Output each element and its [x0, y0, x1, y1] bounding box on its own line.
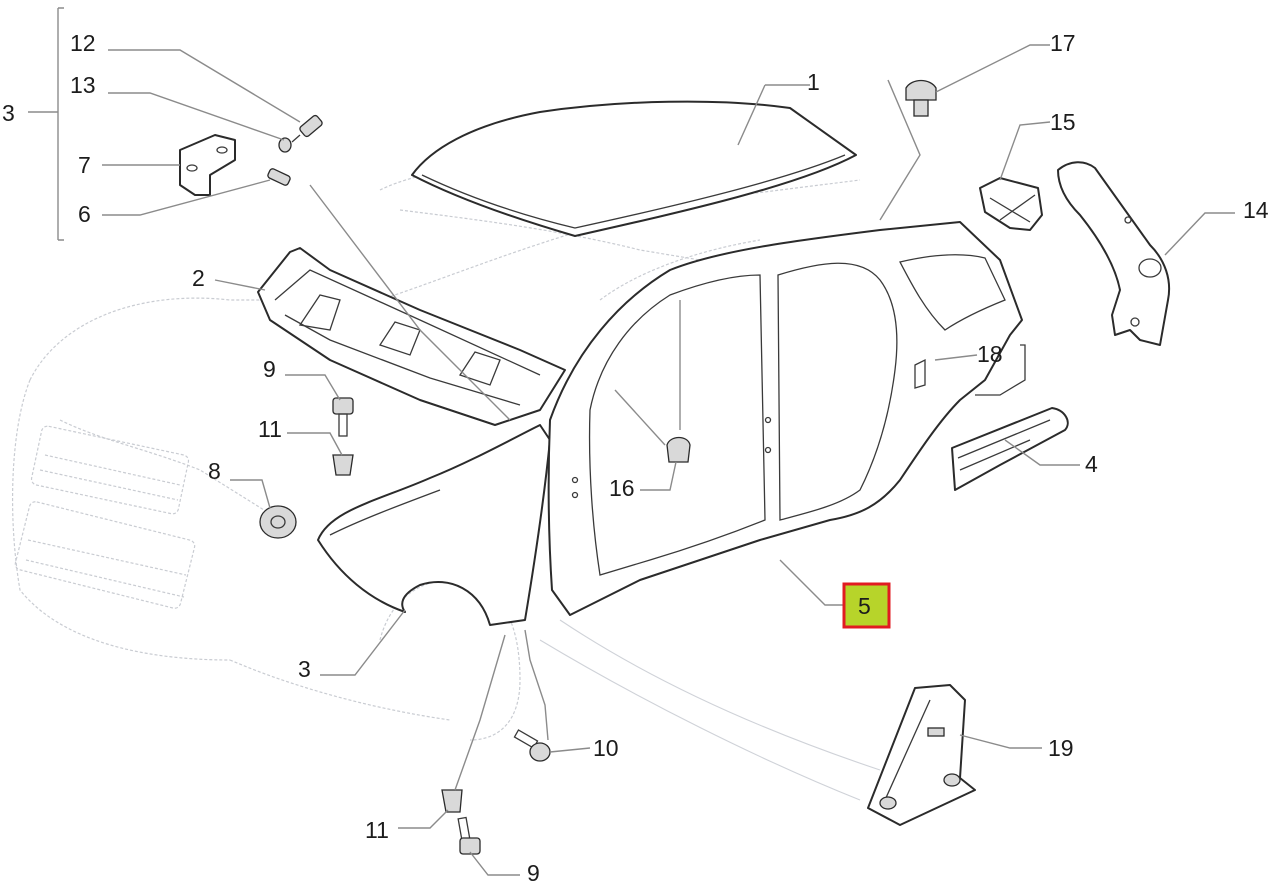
plug-17 [905, 79, 937, 117]
callout-5-highlight-box [842, 582, 891, 629]
leader-lines [28, 7, 1235, 876]
clip-11-upper [332, 454, 354, 476]
callout-labels: 3 12 13 7 6 2 9 11 8 3 1 17 15 14 18 4 1… [2, 30, 1269, 886]
callout-19[interactable]: 19 [1048, 735, 1074, 761]
callout-1[interactable]: 1 [807, 69, 820, 95]
callout-13[interactable]: 13 [70, 72, 96, 98]
washer-13 [278, 137, 292, 153]
callout-5[interactable]: 5 [858, 593, 871, 619]
callout-11-lower[interactable]: 11 [365, 817, 389, 843]
callout-16[interactable]: 16 [609, 475, 635, 501]
cowl-panel [257, 247, 566, 426]
bracket-15 [979, 177, 1043, 231]
callout-17[interactable]: 17 [1050, 30, 1076, 56]
bolt-9-upper [332, 397, 354, 437]
callout-9-upper[interactable]: 9 [263, 356, 276, 382]
side-body-panel [547, 221, 1023, 616]
callout-7[interactable]: 7 [78, 152, 91, 178]
hinge-bracket-7 [179, 134, 236, 196]
callout-6[interactable]: 6 [78, 201, 91, 227]
bracket-19 [867, 684, 976, 826]
callout-3-bottom[interactable]: 3 [298, 656, 311, 682]
front-fender [317, 424, 551, 626]
callout-3-top[interactable]: 3 [2, 100, 15, 126]
nut-8 [259, 505, 297, 539]
screw-10 [513, 729, 551, 762]
callout-12[interactable]: 12 [70, 30, 96, 56]
bolt-12 [291, 114, 323, 143]
grille-ghost [14, 425, 196, 609]
callout-11-upper[interactable]: 11 [258, 416, 282, 442]
clip-11-lower [441, 789, 463, 813]
bolt-9-lower [457, 816, 481, 855]
clip-18 [975, 344, 1026, 396]
callout-9-lower[interactable]: 9 [527, 860, 540, 886]
grommet-16 [666, 436, 691, 463]
callout-10[interactable]: 10 [593, 735, 619, 761]
callout-4[interactable]: 4 [1085, 451, 1098, 477]
roof-panel [411, 100, 857, 237]
callout-18[interactable]: 18 [977, 341, 1003, 367]
callout-2[interactable]: 2 [192, 265, 205, 291]
callout-15[interactable]: 15 [1050, 109, 1076, 135]
rear-pillar-inner [1057, 161, 1170, 346]
screw-6 [267, 168, 291, 186]
callout-14[interactable]: 14 [1243, 197, 1269, 223]
callout-8[interactable]: 8 [208, 458, 221, 484]
rear-wheel-arch-reinforcement [951, 407, 1069, 491]
